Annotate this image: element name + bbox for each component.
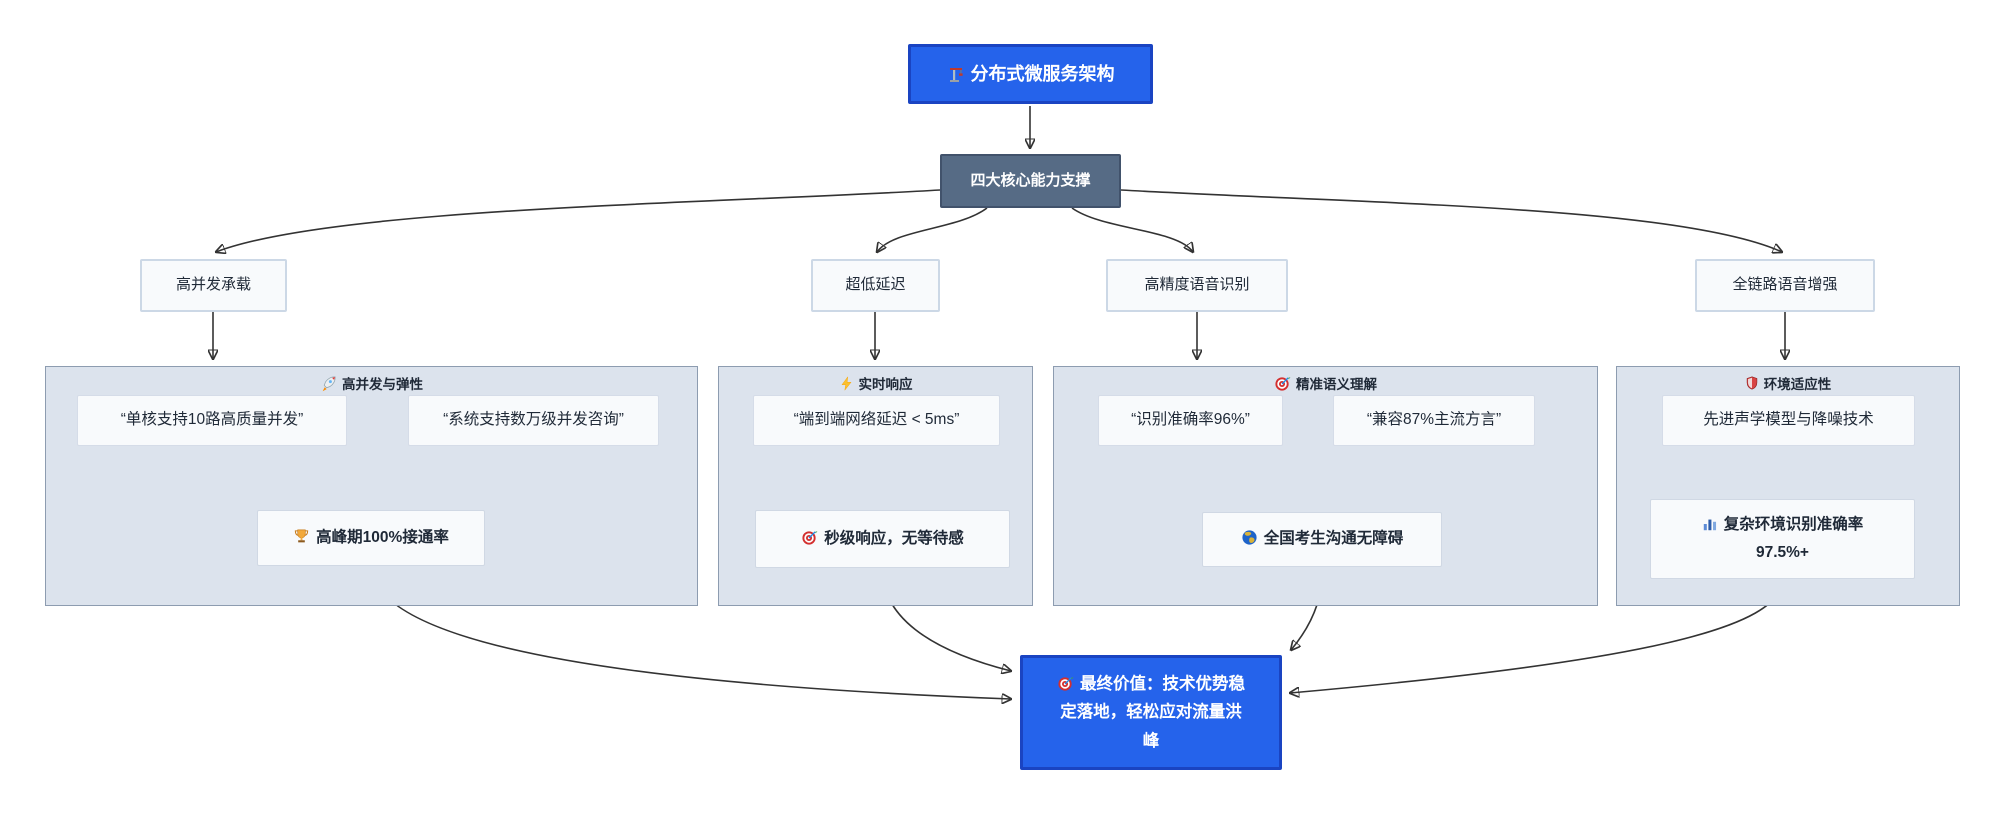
branch-label: 全链路语音增强 (1732, 276, 1838, 294)
node-root-architecture: 分布式微服务架构 (908, 44, 1153, 104)
node-hub-label: 四大核心能力支撑 (970, 171, 1091, 189)
result-instant-response: 秒级响应，无等待感 (755, 510, 1010, 568)
shield-icon (1745, 376, 1759, 390)
edge-hub-to-branch-2 (877, 207, 988, 252)
result-complex-environment-accuracy: 复杂环境识别准确率 97.5%+ (1650, 499, 1915, 579)
card-label: 先进声学模型与降噪技术 (1703, 411, 1874, 429)
bar-chart-icon (1702, 516, 1718, 532)
group-title-label: 实时响应 (858, 377, 913, 392)
card-label: “端到端网络延迟 < 5ms” (793, 411, 960, 429)
group-title-label: 高并发与弹性 (342, 377, 423, 392)
branch-label: 超低延迟 (845, 276, 906, 294)
card-network-latency: “端到端网络延迟 < 5ms” (753, 395, 1000, 446)
node-core-capabilities-hub: 四大核心能力支撑 (940, 154, 1121, 208)
branch-label: 高并发承载 (175, 276, 251, 294)
branch-label: 高精度语音识别 (1144, 276, 1250, 294)
card-dialect-compatibility: “兼容87%主流方言” (1333, 395, 1535, 446)
branch-high-concurrency: 高并发承载 (140, 259, 287, 312)
result-nationwide-communication: 全国考生沟通无障碍 (1202, 512, 1442, 567)
group-title: 高并发与弹性 (46, 373, 697, 393)
edge-hub-to-branch-3 (1071, 207, 1193, 252)
node-final-value: 最终价值：技术优势稳定落地，轻松应对流量洪峰 (1020, 655, 1282, 770)
rocket-icon (320, 375, 337, 392)
crane-icon (947, 65, 965, 83)
card-label: “单核支持10路高质量并发” (120, 411, 304, 429)
edge-hub-to-branch-1 (216, 189, 941, 252)
result-label: 全国考生沟通无障碍 (1263, 530, 1404, 548)
lightning-icon (839, 375, 854, 391)
node-root-label: 分布式微服务架构 (970, 63, 1115, 84)
card-label: “兼容87%主流方言” (1366, 411, 1502, 429)
branch-voice-enhancement: 全链路语音增强 (1695, 259, 1875, 312)
target-icon (1274, 375, 1291, 392)
group-title: 精准语义理解 (1054, 373, 1597, 393)
group-title-label: 精准语义理解 (1296, 377, 1377, 392)
card-recognition-accuracy: “识别准确率96%” (1098, 395, 1283, 446)
target-icon (1057, 675, 1074, 692)
final-value-label: 最终价值：技术优势稳定落地，轻松应对流量洪峰 (1060, 675, 1245, 750)
result-label: 秒级响应，无等待感 (824, 529, 964, 547)
edge-hub-to-branch-4 (1120, 189, 1782, 252)
card-label: “系统支持数万级并发咨询” (443, 411, 624, 429)
result-label: 高峰期100%接通率 (316, 528, 449, 546)
branch-speech-recognition: 高精度语音识别 (1106, 259, 1288, 312)
card-acoustic-model: 先进声学模型与降噪技术 (1662, 395, 1915, 446)
trophy-icon (293, 528, 310, 545)
group-title-label: 环境适应性 (1763, 377, 1832, 392)
card-label: “识别准确率96%” (1131, 411, 1250, 429)
result-label: 复杂环境识别准确率 97.5%+ (1723, 516, 1864, 561)
group-title: 环境适应性 (1617, 373, 1959, 393)
card-single-core-concurrency: “单核支持10路高质量并发” (77, 395, 347, 446)
card-system-scale-concurrency: “系统支持数万级并发咨询” (408, 395, 659, 446)
branch-ultra-low-latency: 超低延迟 (811, 259, 940, 312)
result-peak-connection-rate: 高峰期100%接通率 (257, 510, 485, 566)
group-title: 实时响应 (719, 373, 1032, 393)
globe-icon (1241, 529, 1258, 546)
target-icon (801, 529, 818, 546)
